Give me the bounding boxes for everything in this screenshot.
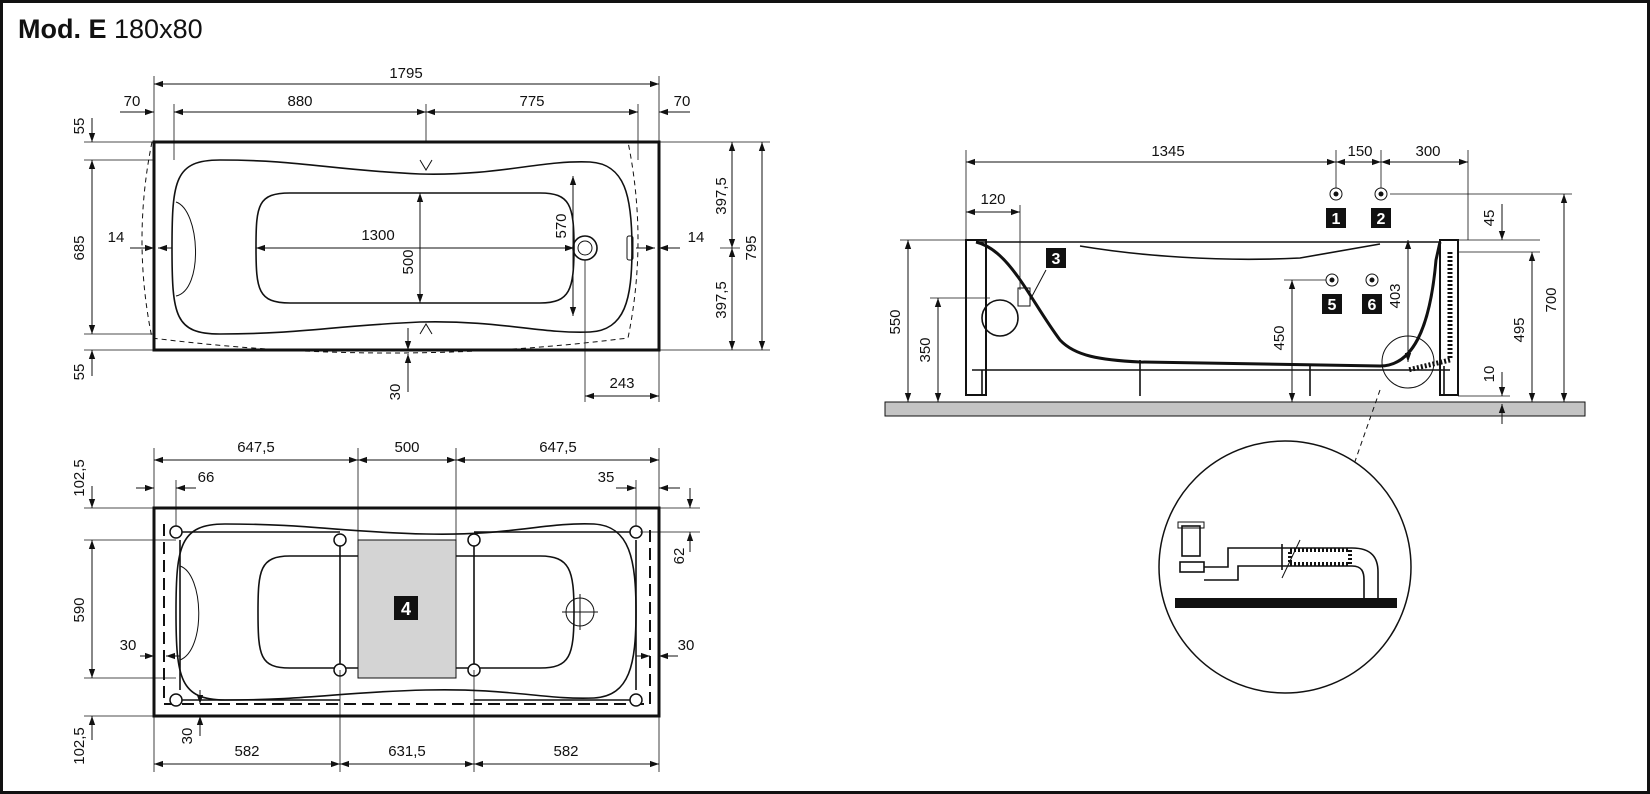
dim-frame-inner-width: 590	[71, 597, 88, 622]
backrest-line	[1079, 243, 1381, 261]
dim-top-offset: 45	[1481, 210, 1498, 227]
label-1-group: 1	[1326, 187, 1346, 228]
dim-basin-width: 500	[400, 249, 417, 274]
dim-drain-span: 570	[553, 213, 570, 238]
label-3: 3	[1052, 251, 1061, 268]
dim-center-offset: 30	[387, 384, 404, 401]
label-6-group: 6	[1362, 273, 1382, 314]
top-view: 1795 880 775 70 70 55 685 55 14 14 1300 …	[71, 65, 770, 402]
frame-basin	[175, 523, 637, 701]
detail-pipe-top	[1204, 547, 1379, 598]
basin-outer	[171, 159, 633, 335]
label-4: 4	[401, 599, 411, 619]
dim-height-inlet: 450	[1271, 325, 1288, 350]
label-6: 6	[1368, 297, 1377, 314]
floor	[884, 401, 1586, 417]
dim-right-margin: 70	[674, 93, 691, 110]
dim-top-edge: 55	[71, 118, 88, 135]
dim-frame-bottom-edge: 102,5	[71, 727, 88, 765]
frame-basin-floor	[257, 555, 575, 669]
model-name: Mod. E	[18, 14, 107, 44]
dim-length-main: 1345	[1151, 143, 1184, 160]
dim-half-top: 397,5	[713, 177, 730, 215]
model-title: Mod. E 180x80	[18, 14, 203, 45]
dim-bottom-left: 582	[234, 743, 259, 760]
skirt-outline	[141, 141, 639, 354]
dim-right-span: 647,5	[539, 439, 577, 456]
pump-box	[1017, 287, 1031, 307]
support-dashed	[163, 524, 651, 705]
dim-height-rim: 350	[917, 337, 934, 362]
dim-frame-top-edge: 102,5	[71, 459, 88, 497]
dim-left-span: 647,5	[237, 439, 275, 456]
dim-height-total: 550	[887, 309, 904, 334]
detail-circle	[1158, 440, 1412, 694]
dim-basin-length: 1300	[361, 227, 394, 244]
detail-pipe-bottom	[1204, 565, 1365, 598]
detail-floor	[1175, 598, 1397, 608]
frame-headrest	[179, 565, 200, 661]
dim-spacing-a: 150	[1347, 143, 1372, 160]
dim-overall-length: 1795	[389, 65, 422, 82]
dim-height-outlet: 403	[1387, 283, 1404, 308]
frame-posts	[179, 540, 637, 690]
dim-bottom-edge: 55	[71, 364, 88, 381]
dim-overall-width: 795	[743, 235, 760, 260]
drain-inner-icon	[577, 240, 593, 256]
dim-inner-width: 685	[71, 235, 88, 260]
dim-left-margin: 70	[124, 93, 141, 110]
label-1: 1	[1332, 211, 1341, 228]
side-view: 1 2 3 5 6 1345 150 300	[884, 143, 1586, 471]
dim-right-segment: 775	[519, 93, 544, 110]
frame-rim	[152, 506, 661, 718]
dim-bottom-mid: 631,5	[388, 743, 426, 760]
dim-height-max: 700	[1543, 287, 1560, 312]
grip-notch	[419, 159, 433, 335]
drain-icon	[572, 235, 598, 261]
detail-drain-body	[1181, 525, 1201, 557]
dim-left-rim: 14	[108, 229, 125, 246]
dim-left-segment: 880	[287, 93, 312, 110]
support-legs	[981, 360, 1445, 396]
dim-bottom-offset: 30	[179, 728, 196, 745]
headrest-curve	[175, 201, 196, 297]
dim-right-side: 30	[678, 637, 695, 654]
pump-icon	[981, 299, 1019, 337]
frame-rails	[176, 531, 636, 701]
dim-headrest: 120	[980, 191, 1005, 208]
frame-view: 4 647,5 500 647,5 66 35	[71, 439, 700, 772]
dim-left-side: 30	[120, 637, 137, 654]
dim-leg-top: 62	[671, 548, 688, 565]
dim-bottom-right: 582	[553, 743, 578, 760]
overflow-hose	[1407, 252, 1453, 373]
detail-hose	[1288, 548, 1352, 566]
overflow-icon	[626, 235, 634, 261]
dim-spacing-b: 300	[1415, 143, 1440, 160]
dim-right-rim: 14	[688, 229, 705, 246]
dim-half-bottom: 397,5	[713, 281, 730, 319]
model-size: 180x80	[114, 14, 203, 44]
dim-right-inset: 35	[598, 469, 615, 486]
label-4-box	[394, 596, 418, 620]
drain-detail	[1158, 440, 1412, 694]
dim-height-side: 495	[1511, 317, 1528, 342]
head-wall	[965, 239, 987, 396]
label-2-group: 2	[1371, 187, 1391, 228]
dim-drain-offset: 243	[609, 375, 634, 392]
label-5: 5	[1328, 297, 1337, 314]
label-2: 2	[1377, 211, 1386, 228]
dim-left-inset: 66	[198, 469, 215, 486]
basin-profile	[975, 240, 1442, 368]
dim-floor-gap: 10	[1481, 366, 1498, 383]
label-3-group: 3	[1046, 248, 1066, 268]
dim-mid-span: 500	[394, 439, 419, 456]
